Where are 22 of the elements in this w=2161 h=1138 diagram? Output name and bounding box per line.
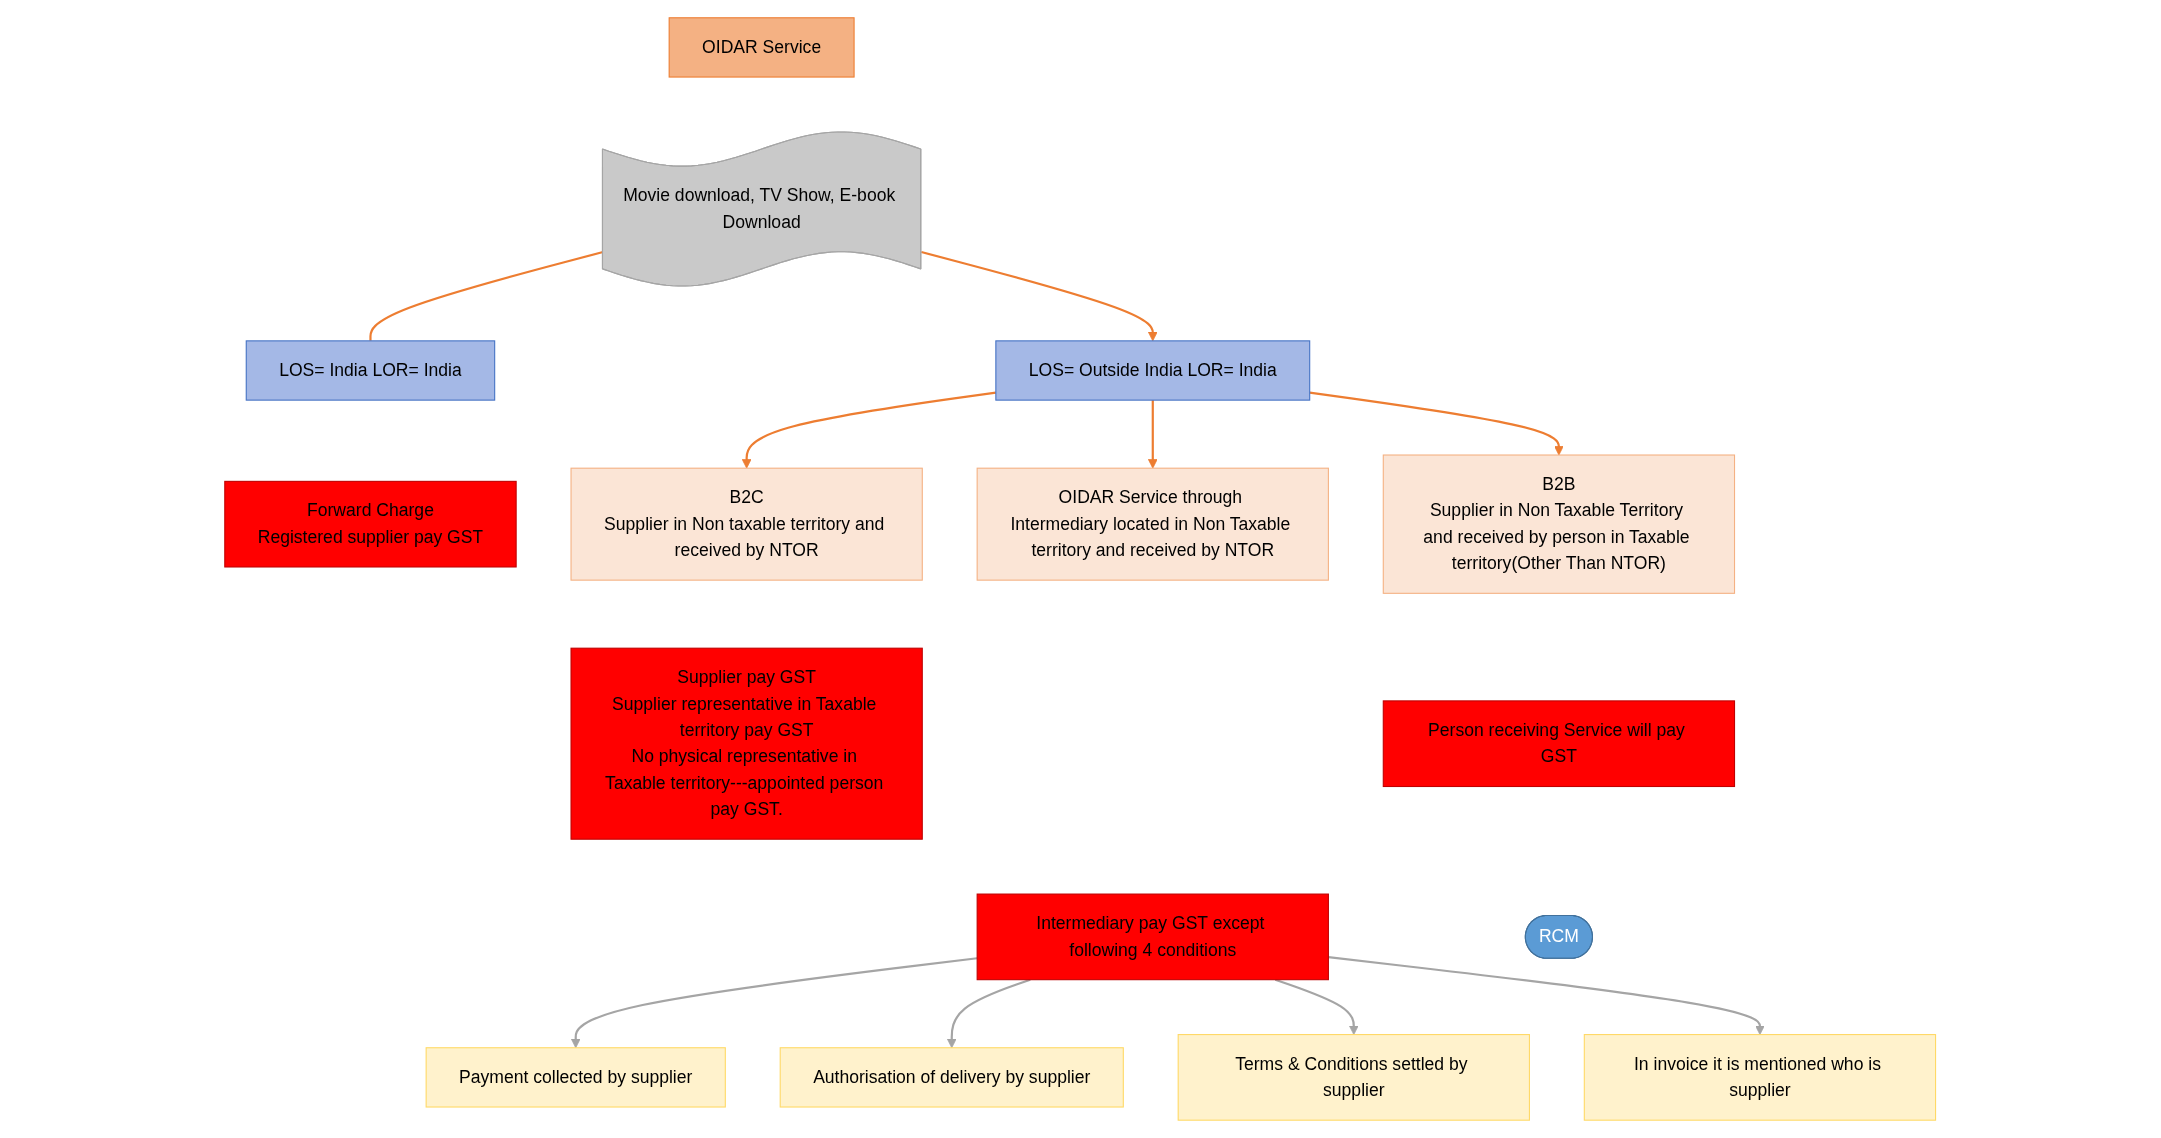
connector [369, 250, 604, 341]
node-box: In invoice it is mentioned who is supplier [1584, 1034, 1937, 1121]
node-box: Terms & Conditions settled by supplier [1177, 1034, 1531, 1121]
node-box: B2C Supplier in Non taxable territory and received by NTOR [570, 467, 924, 581]
node-box: OIDAR Service through Intermediary located in Non Taxable territory and received by NTOR [976, 467, 1330, 581]
arrow [1148, 400, 1158, 469]
node-box: Payment collected by supplier [425, 1047, 727, 1108]
arrow [921, 250, 1158, 342]
node-box: Forward Charge Registered supplier pay GST [224, 480, 517, 568]
node-box: LOS= Outside India LOR= India [995, 340, 1311, 401]
node-box: Person receiving Service will pay GST [1383, 700, 1736, 788]
node-box: Authorisation of delivery by supplier [780, 1047, 1125, 1108]
node-box: B2B Supplier in Non Taxable Territory and received by person in Taxable territory(Other Than NTOR) [1383, 454, 1736, 594]
node-box: Supplier pay GST Supplier representative in Taxable territory pay GST No physical representative in Taxable territory---appointed person pay GST. [570, 647, 924, 840]
node-box: OIDAR Service [668, 17, 855, 78]
arrow [571, 957, 978, 1049]
arrow [1328, 956, 1766, 1036]
node-box: Intermediary pay GST except following 4 conditions [976, 893, 1330, 981]
arrow [1275, 978, 1359, 1036]
node-box: LOS= India LOR= India [246, 340, 496, 401]
arrow [742, 391, 997, 469]
arrow [947, 978, 1031, 1049]
